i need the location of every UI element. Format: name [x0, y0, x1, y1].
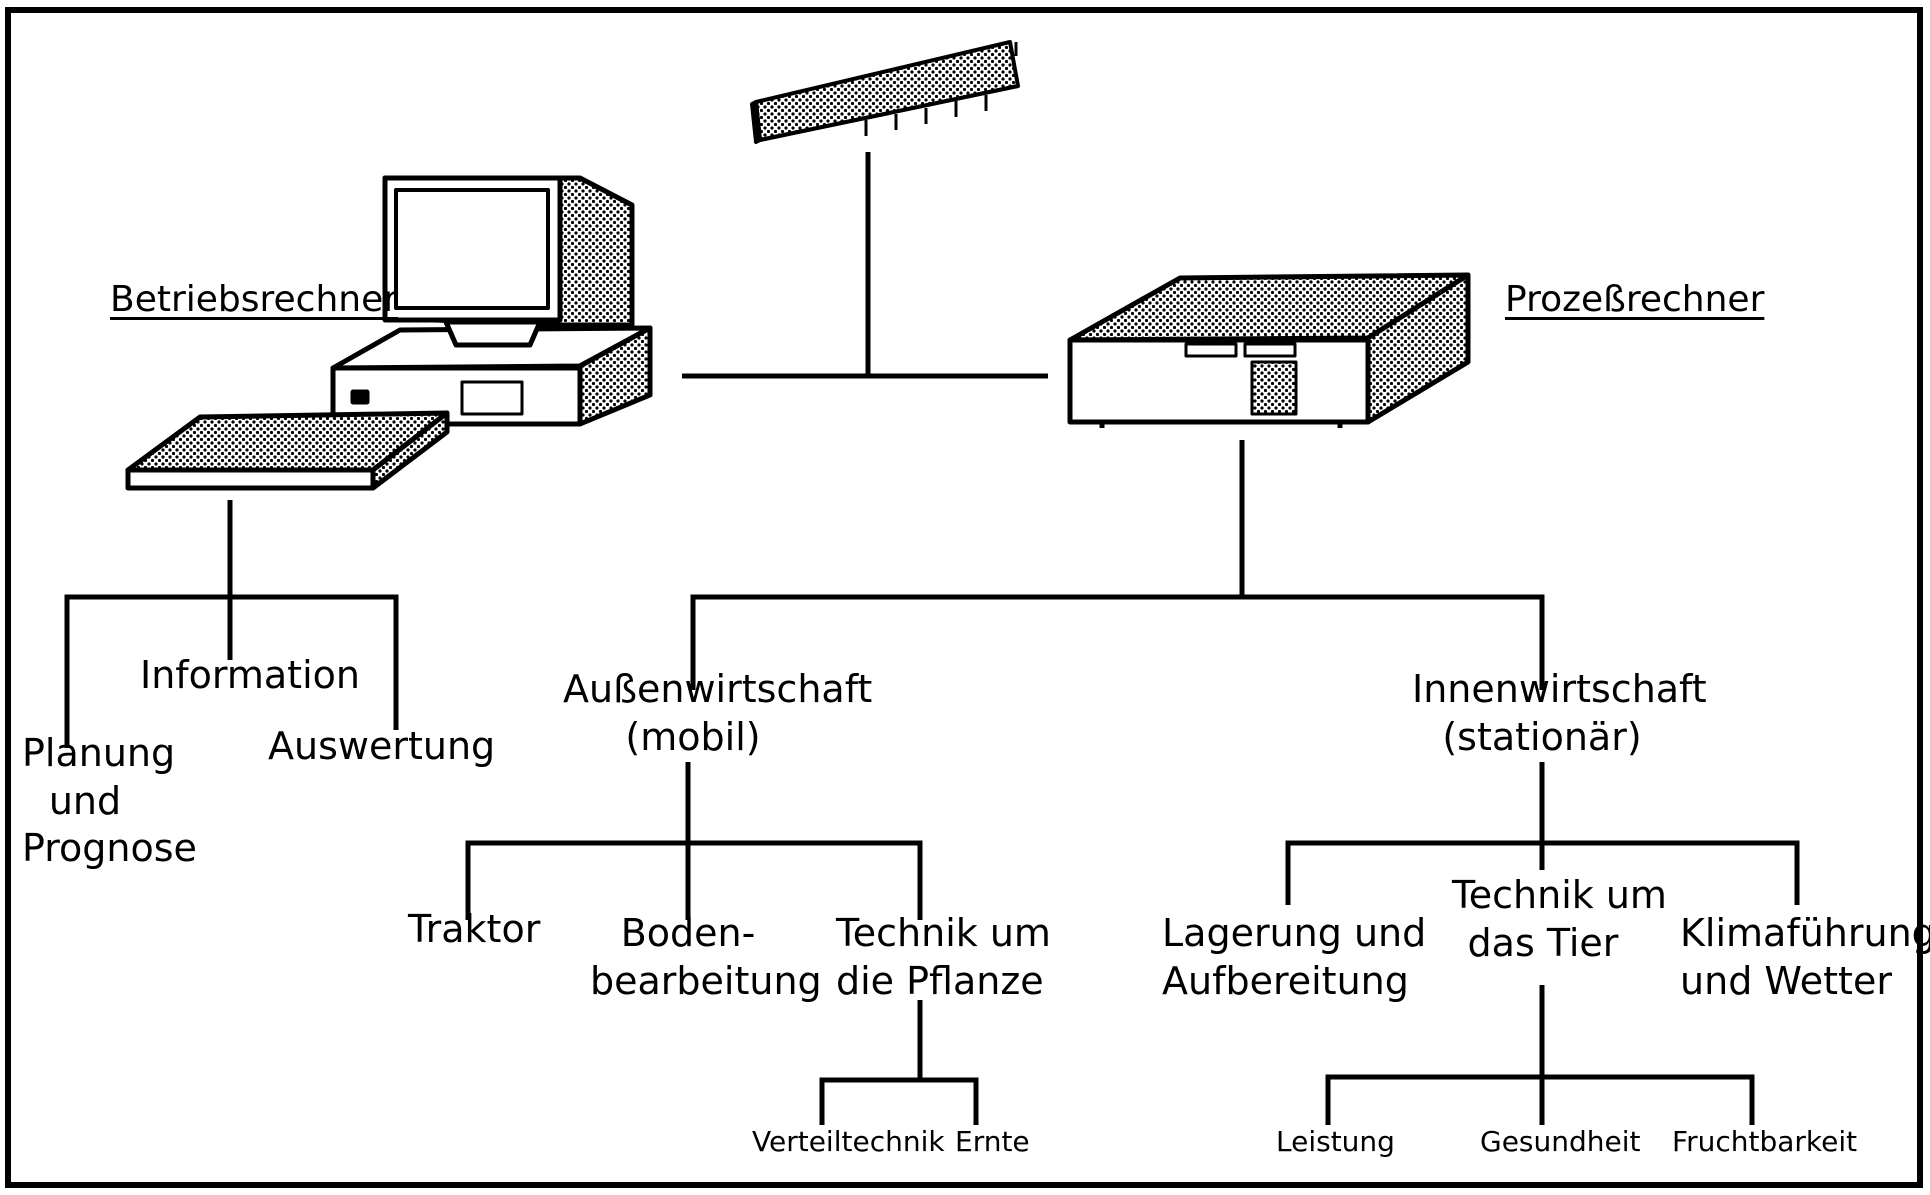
- fruchtbarkeit-label: Fruchtbarkeit: [1672, 1128, 1857, 1156]
- betriebsrechner-label: Betriebsrechner: [110, 282, 398, 318]
- gesundheit-label: Gesundheit: [1480, 1128, 1641, 1156]
- innenwirtschaft-label: Innenwirtschaft (stationär): [1412, 666, 1672, 761]
- desktop-computer-icon: [128, 178, 650, 488]
- klima-label: Klimaführung und Wetter: [1680, 910, 1892, 1005]
- aussenwirtschaft-label: Außenwirtschaft (mobil): [563, 666, 823, 761]
- lagerung-label: Lagerung und Aufbereitung: [1162, 910, 1384, 1005]
- traktor-label: Traktor: [408, 910, 540, 948]
- bodenbearbeitung-label: Boden- bearbeitung: [590, 910, 786, 1005]
- planung-label: Planung und Prognose: [22, 730, 148, 873]
- prozessrechner-label: Prozeßrechner: [1505, 282, 1764, 318]
- information-label: Information: [140, 656, 360, 694]
- technik-pflanze-label: Technik um die Pflanze: [836, 910, 1020, 1005]
- technik-tier-label: Technik um das Tier: [1452, 872, 1634, 967]
- ernte-label: Ernte: [955, 1128, 1030, 1156]
- verteiltechnik-label: Verteiltechnik: [752, 1128, 945, 1156]
- auswertung-label: Auswertung: [268, 727, 495, 765]
- process-computer-icon: [1070, 275, 1468, 428]
- leistung-label: Leistung: [1276, 1128, 1395, 1156]
- network-device-icon: [752, 42, 1018, 142]
